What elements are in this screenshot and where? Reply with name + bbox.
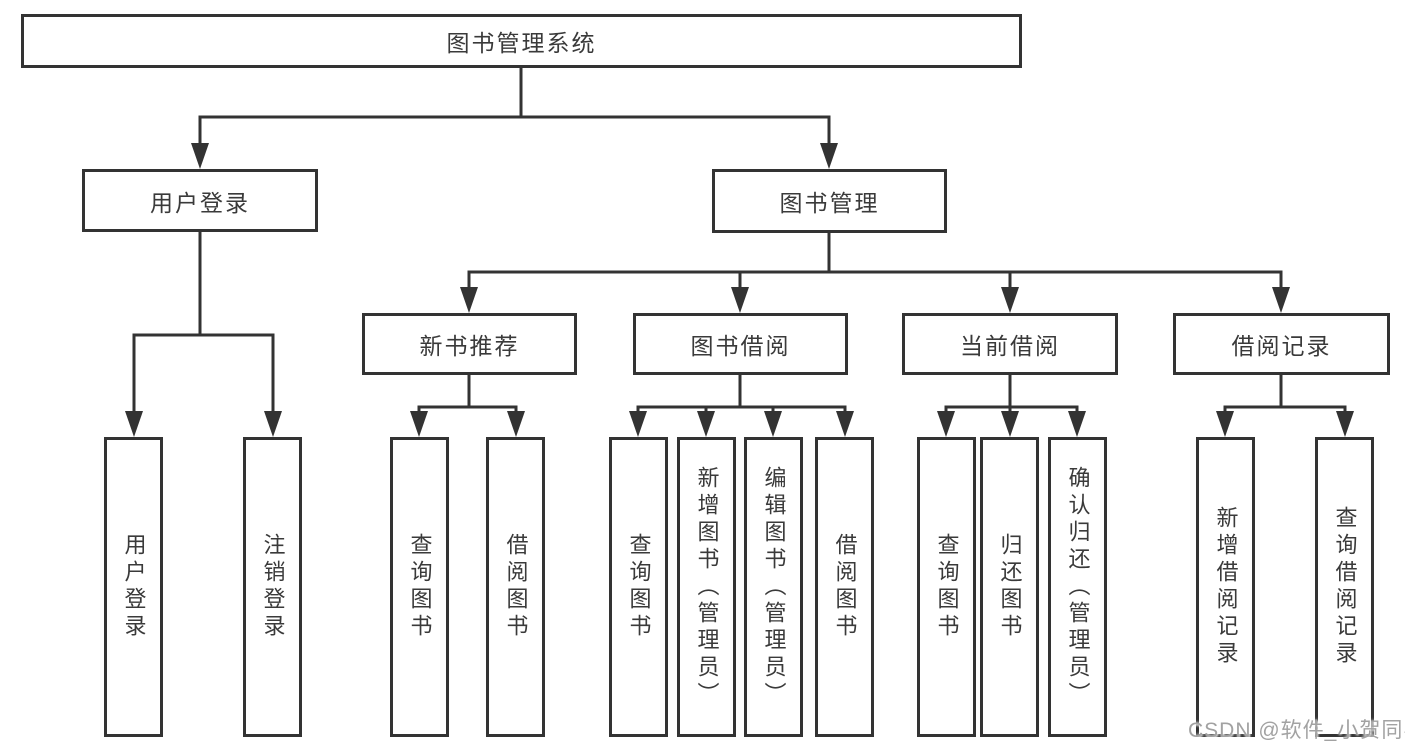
leaf-borrow-book: 借阅图书 xyxy=(815,437,874,737)
leaf-user-login: 用户登录 xyxy=(104,437,163,737)
connector-root-to-level2 xyxy=(191,68,838,169)
connector-borrow-records-to-leaves xyxy=(1216,375,1354,437)
node-book-borrow: 图书借阅 xyxy=(633,313,848,375)
node-borrow-records: 借阅记录 xyxy=(1173,313,1390,375)
node-new-books: 新书推荐 xyxy=(362,313,577,375)
node-current-borrow: 当前借阅 xyxy=(902,313,1118,375)
leaf-new-books-query: 查询图书 xyxy=(390,437,449,737)
leaf-new-books-borrow: 借阅图书 xyxy=(486,437,545,737)
node-user-login: 用户登录 xyxy=(82,169,318,232)
leaf-current-return: 归还图书 xyxy=(980,437,1039,737)
node-root: 图书管理系统 xyxy=(21,14,1022,68)
leaf-current-query: 查询图书 xyxy=(917,437,976,737)
leaf-current-confirm-return-admin: 确认归还（管理员） xyxy=(1048,437,1107,737)
csdn-watermark: CSDN @软件_小贺同学 xyxy=(1188,719,1405,742)
leaf-records-query: 查询借阅记录 xyxy=(1315,437,1374,737)
leaf-borrow-query: 查询图书 xyxy=(609,437,668,737)
connector-book-borrow-to-leaves xyxy=(629,375,854,437)
connector-book-mgmt-to-level3 xyxy=(460,233,1290,313)
node-book-mgmt: 图书管理 xyxy=(712,169,947,233)
leaf-borrow-add-admin: 新增图书（管理员） xyxy=(677,437,736,737)
leaf-borrow-edit-admin: 编辑图书（管理员） xyxy=(744,437,803,737)
connector-user-login-to-leaves xyxy=(125,232,282,437)
leaf-logout: 注销登录 xyxy=(243,437,302,737)
connector-current-borrow-to-leaves xyxy=(937,375,1086,437)
connector-new-books-to-leaves xyxy=(410,375,525,437)
leaf-records-add: 新增借阅记录 xyxy=(1196,437,1255,737)
